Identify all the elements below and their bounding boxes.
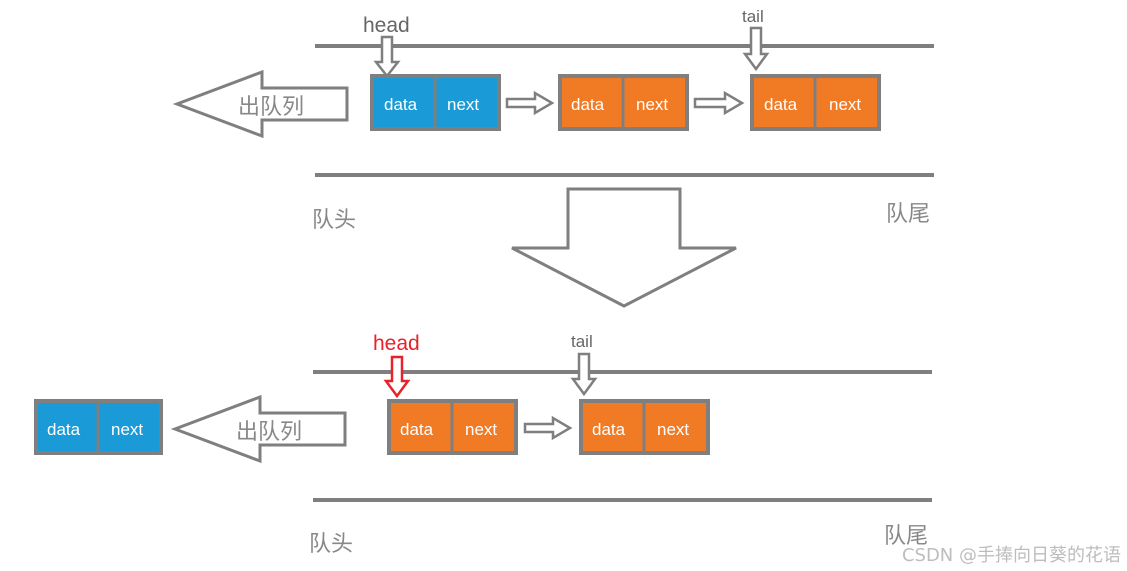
bottom-rear-label: 队尾 xyxy=(884,524,928,549)
top-rear-label: 队尾 xyxy=(886,202,930,227)
bottom-link-arrow xyxy=(523,415,573,441)
bottom-dequeue-arrow xyxy=(170,394,347,464)
top-link-arrow-2 xyxy=(693,90,745,116)
bottom-node-2: data next xyxy=(579,399,710,455)
top-head-label: head xyxy=(363,14,410,37)
bottom-front-label: 队头 xyxy=(309,532,353,557)
bottom-tail-label: tail xyxy=(571,332,593,351)
bottom-node-1-next: next xyxy=(465,420,497,439)
top-link-arrow-1 xyxy=(505,90,555,116)
top-node-1-next: next xyxy=(447,95,479,114)
top-node-2: data next xyxy=(558,74,689,131)
top-node-3-next: next xyxy=(829,95,861,114)
top-node-3: data next xyxy=(750,74,881,131)
transition-down-arrow xyxy=(511,187,737,308)
dequeued-node: data next xyxy=(34,399,163,455)
watermark: CSDN @手捧向日葵的花语 xyxy=(901,545,1121,566)
bottom-node-2-data: data xyxy=(592,420,626,439)
top-dequeue-arrow xyxy=(172,69,349,139)
bottom-head-pointer-icon xyxy=(383,355,411,399)
dequeued-node-next: next xyxy=(111,420,143,439)
bottom-node-2-next: next xyxy=(657,420,689,439)
top-dequeue-label: 出队列 xyxy=(238,95,304,120)
top-node-1-data: data xyxy=(384,95,418,114)
bottom-head-label: head xyxy=(373,332,420,355)
bottom-node-1: data next xyxy=(387,399,518,455)
bottom-dequeue-label: 出队列 xyxy=(236,420,302,445)
top-tail-pointer-icon xyxy=(742,26,770,72)
top-node-2-next: next xyxy=(636,95,668,114)
top-node-1: data next xyxy=(370,74,501,131)
top-node-3-data: data xyxy=(764,95,798,114)
bottom-node-1-data: data xyxy=(400,420,434,439)
bottom-tail-pointer-icon xyxy=(570,352,598,397)
top-head-pointer-icon xyxy=(373,35,401,79)
top-node-2-data: data xyxy=(571,95,605,114)
top-front-label: 队头 xyxy=(312,208,356,233)
dequeued-node-data: data xyxy=(47,420,81,439)
top-tail-label: tail xyxy=(742,7,764,26)
